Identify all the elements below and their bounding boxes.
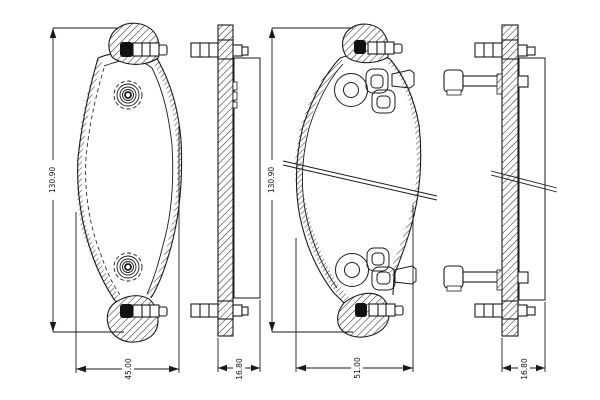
- pad2-backplate: [501, 24, 519, 337]
- pad2-top-retainer-cluster: [334, 68, 415, 114]
- pad2-side-bottom-bolt-block: [501, 300, 519, 320]
- pad1-right-edge-hatch: [147, 60, 181, 298]
- pad1-thickness-dimension-label: 16.80: [235, 358, 244, 380]
- pad2-front-view: [282, 23, 438, 338]
- pad1-side-view: [190, 24, 261, 337]
- pad2-side-top-bolt-block: [501, 39, 519, 60]
- pad1-backplate: [217, 24, 234, 337]
- pad2-top-pin-sleeve: [367, 41, 395, 55]
- pad2-left-edge-hatch: [295, 58, 349, 302]
- pad1-height-dimension-label: 130.90: [48, 167, 57, 193]
- pad2-bottom-pin-cap: [394, 305, 404, 316]
- pad1-side-top-bolt-block: [217, 39, 234, 60]
- pad1-top-pin-sleeve: [132, 42, 160, 57]
- pad1-friction-material: [233, 57, 261, 299]
- pad1-side-top-bolt-sleeve: [190, 42, 219, 58]
- pad2-inner-line: [301, 63, 344, 289]
- pad1-top-pin-cap: [158, 44, 168, 56]
- pad2-lower-sensor-arm: [443, 265, 529, 292]
- pad2-top-pin-cap: [393, 43, 403, 54]
- pad2-side-view: [443, 24, 558, 337]
- pad2-wear-sensor-wire: [282, 160, 438, 201]
- pad2-height-dimension-label: 130.90: [267, 167, 276, 193]
- pad1-outline-left: [77, 57, 117, 303]
- pad1-side-bottom-bolt-block: [217, 300, 234, 320]
- pad1-upper-rivet: [113, 80, 143, 110]
- pad1-width-dimension-label: 45.00: [124, 358, 133, 380]
- pad1-lower-rivet: [113, 252, 143, 282]
- pad2-side-top-bolt-nut: [517, 44, 528, 57]
- pad2-top-pin-head: [354, 40, 366, 54]
- pad1-top-pin-head: [120, 42, 133, 57]
- pad2-side-top-bolt-sleeve: [474, 42, 503, 58]
- pad1-side-top-bolt-nut: [232, 44, 243, 57]
- pad1-front-view: [77, 22, 183, 343]
- pad1-side-bottom-bolt-sleeve: [190, 303, 219, 318]
- pad1-side-bottom-bolt-nut: [232, 304, 243, 317]
- pad2-width-dimension-label: 51.00: [353, 357, 362, 379]
- pad2-side-bottom-bolt-nut: [517, 304, 528, 317]
- pad2-side-wear-sensor-wire: [490, 170, 558, 193]
- pad2-outline-right: [389, 58, 422, 296]
- pad2-outline-left: [295, 57, 345, 304]
- pad2-side-bottom-bolt-sleeve: [474, 303, 503, 318]
- pad1-bottom-pin-head: [120, 304, 133, 318]
- pad2-top-connector-tab: [391, 69, 415, 89]
- pad2-thickness-dimension-label: 16.80: [520, 358, 529, 380]
- pad2-bottom-connector-tab: [393, 265, 417, 285]
- pad2-bottom-retainer-cluster: [335, 247, 417, 291]
- pad1-bottom-pin-cap: [158, 306, 168, 317]
- pad2-bottom-pin-sleeve: [368, 303, 396, 317]
- pad1-bottom-pin-sleeve: [132, 304, 160, 318]
- pad2-bottom-pin-head: [355, 303, 367, 317]
- dimension-label-backers: [46, 160, 530, 383]
- pad2-upper-sensor-arm: [443, 69, 529, 96]
- pad1-bottom-boss: [106, 295, 159, 343]
